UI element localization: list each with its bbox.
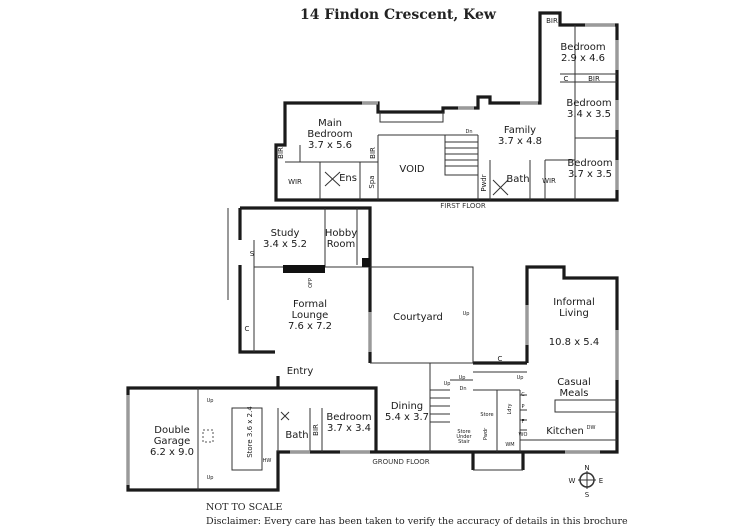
informal-living-size: 10.8 x 5.4 xyxy=(549,337,599,348)
f-label: F xyxy=(522,419,525,425)
pwdr-label: Pwdr xyxy=(480,174,488,191)
main-bedroom-label-2: Bedroom xyxy=(307,129,352,140)
property-title: 14 Findon Crescent, Kew xyxy=(300,7,497,23)
up-garage-label-2: Up xyxy=(207,475,214,481)
ground-floor-label: GROUND FLOOR xyxy=(372,458,429,466)
compass-cross xyxy=(578,471,596,489)
formal-lounge-size: 7.6 x 7.2 xyxy=(288,321,332,332)
c-pantry-label: C xyxy=(521,392,525,398)
bir-label: BIR xyxy=(312,424,320,436)
ens-label: Ens xyxy=(339,173,357,184)
store-under-stair-label-2: Under xyxy=(456,434,472,440)
family-size: 3.7 x 4.8 xyxy=(498,136,542,147)
compass-s: S xyxy=(585,491,590,499)
bedroom-size: 3.7 x 3.4 xyxy=(327,423,371,434)
bedroom-3-label: Bedroom xyxy=(567,158,612,169)
store-under-stair-label: Store xyxy=(457,429,470,435)
pwdr-label: Pwdr xyxy=(483,427,489,440)
fireplace xyxy=(283,265,325,273)
informal-living-label: Informal xyxy=(553,297,595,308)
bath-label: Bath xyxy=(506,174,529,185)
disclaimer: Disclaimer: Every care has been taken to… xyxy=(206,516,628,527)
bir-label: BIR xyxy=(277,147,285,159)
wo-label: WO xyxy=(519,432,528,438)
up-garage-label: Up xyxy=(207,398,214,404)
dn-label: Dn xyxy=(465,129,472,135)
casual-meals-label-2: Meals xyxy=(560,388,589,399)
bir-mid-label: BIR xyxy=(588,75,600,83)
double-garage-size: 6.2 x 9.0 xyxy=(150,447,194,458)
ldry-label: Ldry xyxy=(507,403,513,414)
study-label: Study xyxy=(271,228,300,239)
ground-floor-labels: Study 3.4 x 5.2 Hobby Room S OFP Formal … xyxy=(150,228,599,481)
bedroom-1-label: Bedroom xyxy=(560,42,605,53)
car-space-marker xyxy=(202,429,214,443)
c-lounge-label: C xyxy=(245,325,250,333)
up-label: Up xyxy=(463,311,470,317)
scale-note: NOT TO SCALE xyxy=(206,502,283,513)
hw-label: HW xyxy=(263,458,272,464)
dining-label: Dining xyxy=(391,401,423,412)
double-garage-label-2: Garage xyxy=(154,436,191,447)
hobby-room-label-2: Room xyxy=(327,239,355,250)
store-label: Store 3.6 x 2.4 xyxy=(246,406,254,458)
first-floor-plan xyxy=(274,11,619,202)
bath-label: Bath xyxy=(285,430,308,441)
dining-size: 5.4 x 3.7 xyxy=(385,412,429,423)
wir-label-2: WIR xyxy=(542,177,556,185)
compass-e: E xyxy=(599,477,603,485)
shower xyxy=(280,411,290,421)
ground-floor-partitions xyxy=(197,208,618,490)
formal-lounge-label-2: Lounge xyxy=(292,310,329,321)
wir-label: WIR xyxy=(288,178,302,186)
up-hall-label-2: Up xyxy=(517,375,524,381)
first-floor-windows xyxy=(362,23,619,190)
compass-w: W xyxy=(569,477,576,485)
casual-meals-label: Casual xyxy=(557,377,591,388)
void-label: VOID xyxy=(399,164,424,175)
family-label: Family xyxy=(504,125,536,136)
courtyard-label: Courtyard xyxy=(393,312,443,323)
study-size: 3.4 x 5.2 xyxy=(263,239,307,250)
wm-label: WM xyxy=(505,442,514,448)
p-label: P xyxy=(521,404,524,410)
first-floor-partitions xyxy=(285,25,617,200)
compass: N S E W xyxy=(569,464,604,499)
ofp-label: OFP xyxy=(308,278,314,288)
bedroom-label: Bedroom xyxy=(326,412,371,423)
column xyxy=(362,258,370,267)
bedroom-1-size: 2.9 x 4.6 xyxy=(561,53,605,64)
ground-floor-windows xyxy=(126,305,619,485)
double-garage-label: Double xyxy=(154,425,189,436)
s-label: S xyxy=(250,250,255,258)
spa-label: Spa xyxy=(368,175,376,188)
ground-floor-plan xyxy=(126,206,619,492)
dn-stair-label: Dn xyxy=(459,386,466,392)
main-bedroom-size: 3.7 x 5.6 xyxy=(308,140,352,151)
showers xyxy=(324,171,509,196)
formal-lounge-label: Formal xyxy=(293,299,327,310)
main-bedroom-label: Main xyxy=(318,118,342,129)
c-hall-label: C xyxy=(498,355,503,363)
ground-floor-walls xyxy=(126,206,619,492)
up-stair-label: Up xyxy=(444,381,451,387)
entry-label: Entry xyxy=(287,366,314,377)
bedroom-2-label: Bedroom xyxy=(566,98,611,109)
dw-label: DW xyxy=(587,425,596,431)
bir-top-label: BIR xyxy=(546,17,558,25)
bir-ens-label: BIR xyxy=(369,147,377,159)
first-floor-label: FIRST FLOOR xyxy=(440,202,486,210)
hobby-room-label: Hobby xyxy=(325,228,357,239)
store-under-stair-label-3: Stair xyxy=(458,439,471,445)
store-2-label: Store xyxy=(480,412,493,418)
bedroom-2-size: 3.4 x 3.5 xyxy=(567,109,611,120)
kitchen-label: Kitchen xyxy=(546,426,584,437)
compass-n: N xyxy=(584,464,589,472)
informal-living-label-2: Living xyxy=(559,308,589,319)
bedroom-3-size: 3.7 x 3.5 xyxy=(568,169,612,180)
first-floor-labels: Main Bedroom 3.7 x 5.6 BIR WIR Ens Spa B… xyxy=(277,17,613,210)
up-hall-label: Up xyxy=(459,375,466,381)
c-label: C xyxy=(564,75,569,83)
